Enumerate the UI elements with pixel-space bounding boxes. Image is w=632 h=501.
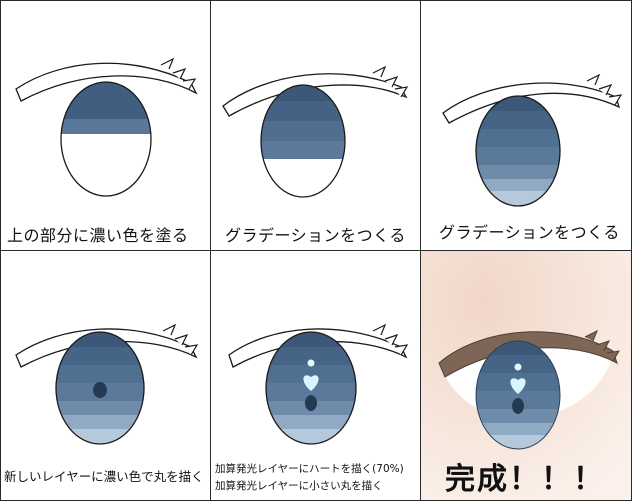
eye-drawing [15,57,198,197]
step-caption: グラデーションをつくる [225,226,406,245]
step-caption-line1: 加算発光レイヤーにハートを描く(70%) [215,463,404,475]
eye-drawing [421,251,631,500]
step-caption: 新しいレイヤーに濃い色で丸を描く [4,469,204,484]
eye-drawing [222,65,409,198]
step-panel-2: グラデーションをつくる [210,0,421,251]
step-panel-4: 新しいレイヤーに濃い色で丸を描く [0,250,211,501]
step-caption: 上の部分に濃い色を塗る [7,226,189,245]
step-caption: グラデーションをつくる [439,223,620,242]
step-panel-5: 加算発光レイヤーにハートを描く(70%) 加算発光レイヤーに小さい丸を描く [210,250,421,501]
step-panel-3: グラデーションをつくる [420,0,632,251]
step-caption-line2: 加算発光レイヤーに小さい丸を描く [215,480,383,492]
step-panel-1: 上の部分に濃い色を塗る [0,0,211,251]
eye-drawing [228,323,409,445]
step-panel-6: 完成！！！ [420,250,632,501]
eye-drawing [15,323,199,445]
step-caption: 完成！！！ [445,462,605,497]
eye-drawing [442,73,623,207]
